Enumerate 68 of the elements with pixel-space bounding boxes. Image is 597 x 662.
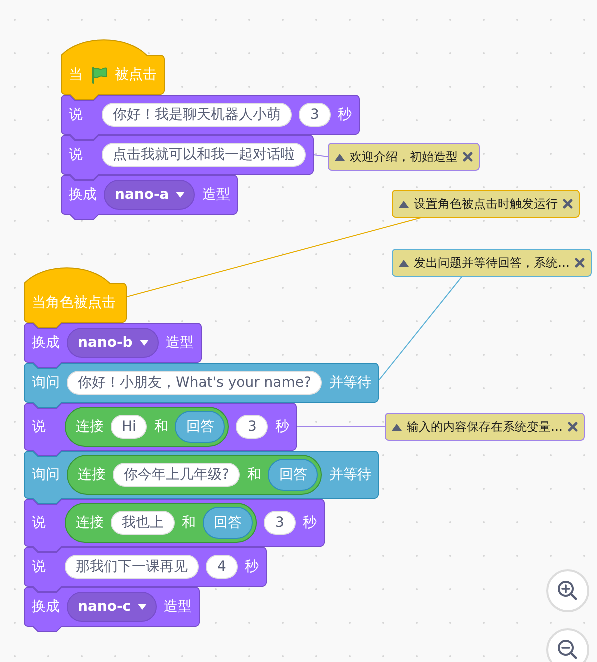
costume-dropdown: nano-a [104, 180, 196, 210]
costume-dropdown: nano-b [67, 328, 159, 358]
comment-text: 发出问题并等待回答，系统… [414, 255, 570, 271]
comment-note [328, 143, 480, 171]
command-block [24, 587, 200, 632]
block-label: 并等待 [329, 374, 372, 392]
comment-link-line [314, 154, 328, 158]
join-reporter [67, 455, 322, 495]
block-label: 当 [69, 66, 83, 84]
comment-text: 欢迎介绍，初始造型 [350, 149, 458, 165]
comment-link-line [126, 218, 422, 298]
block-label: 连接 [78, 466, 106, 484]
block-label: 秒 [275, 418, 290, 436]
costume-dropdown: nano-c [67, 592, 158, 622]
command-block [24, 499, 325, 552]
text-input: 你好！我是聊天机器人小萌 [102, 103, 292, 127]
block-label: 说 [32, 558, 47, 576]
block-label: 询问 [32, 466, 60, 484]
text-input: 你今年上几年级? [113, 463, 240, 487]
command-block [24, 323, 202, 368]
block-label: 说 [69, 106, 84, 124]
comment-note [385, 413, 585, 441]
block-label: 换成 [32, 334, 60, 352]
text-input: 我也上 [111, 511, 175, 535]
join-reporter [65, 407, 230, 447]
block-label: 连接 [76, 514, 104, 532]
hat-block [24, 268, 127, 328]
block-label: 造型 [202, 186, 230, 204]
block-label: 说 [32, 514, 47, 532]
block-label: 和 [154, 418, 168, 436]
hat-block [61, 40, 165, 100]
block-label: 并等待 [329, 466, 372, 484]
block-label: 和 [182, 514, 196, 532]
block-label: 换成 [32, 598, 60, 616]
text-input: 你好！小朋友，What's your name? [67, 371, 322, 395]
block-label: 秒 [338, 106, 352, 124]
block-label: 造型 [164, 598, 192, 616]
answer-reporter: 回答 [175, 411, 226, 443]
block-label: 当角色被点击 [32, 294, 116, 312]
answer-reporter: 回答 [203, 507, 253, 539]
command-block [24, 403, 298, 456]
comment-link-line [296, 426, 386, 428]
comment-text: 输入的内容保存在系统变量… [407, 419, 563, 435]
command-block [24, 451, 380, 504]
comment-link-line [378, 276, 462, 380]
block-label: 秒 [303, 514, 317, 532]
block-label: 被点击 [115, 66, 157, 84]
command-block [61, 135, 314, 180]
block-label: 换成 [69, 186, 97, 204]
command-block [24, 547, 267, 592]
comment-note [392, 190, 580, 218]
block-label: 说 [32, 418, 47, 436]
block-label: 造型 [166, 334, 194, 352]
block-label: 连接 [76, 418, 104, 436]
command-block [61, 95, 360, 140]
join-reporter [65, 503, 257, 543]
text-input: Hi [111, 415, 148, 439]
block-label: 和 [247, 466, 262, 484]
comment-text: 设置角色被点击时触发运行 [414, 196, 558, 212]
block-label: 询问 [32, 374, 60, 392]
block-label: 说 [69, 146, 84, 164]
text-input: 那我们下一课再见 [65, 555, 199, 579]
answer-reporter: 回答 [268, 459, 318, 491]
command-block [24, 363, 380, 408]
text-input: 点击我就可以和我一起对话啦 [102, 143, 306, 167]
block-label: 秒 [245, 558, 259, 576]
command-block [61, 175, 238, 220]
comment-note [392, 249, 592, 277]
